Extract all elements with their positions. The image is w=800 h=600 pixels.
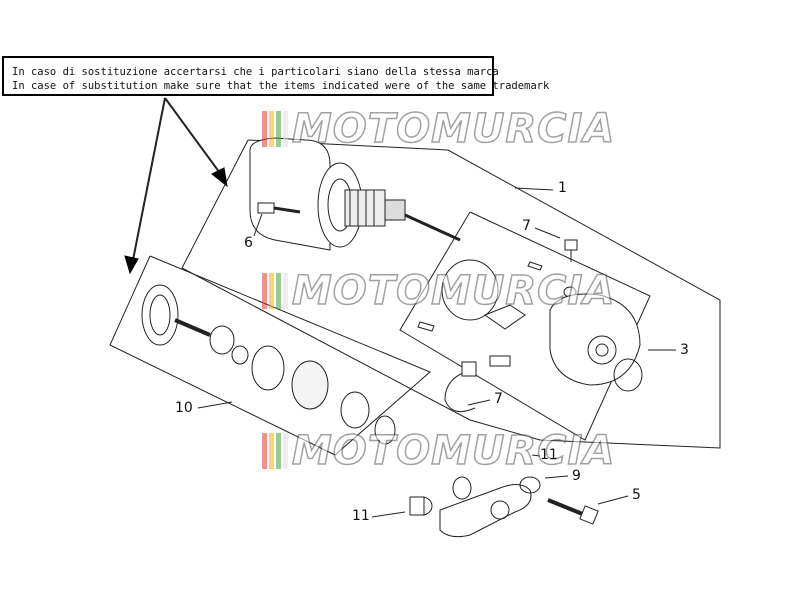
watermark-text: MOTOMURCIA [291, 106, 616, 152]
callout-6: 6 [244, 235, 253, 251]
drive-ring-gear [141, 284, 179, 346]
commutator [384, 199, 406, 221]
bracket-bush [490, 500, 510, 520]
screw-7 [564, 239, 578, 251]
watermark-stripe-grey [283, 273, 288, 309]
substitution-note-box: In caso di sostituzione accertarsi che i… [2, 56, 549, 96]
note-arrow-upper [164, 97, 226, 181]
watermark-stripe-yellow [269, 273, 274, 309]
drive-o-ring-1 [209, 325, 235, 355]
watermark-stripe-green [276, 111, 281, 147]
drive-spring [340, 391, 370, 429]
drive-shaft [174, 318, 211, 337]
armature-shaft [404, 213, 461, 242]
brush-spring-lower [417, 321, 435, 332]
callout-7-wire: 7 [494, 391, 503, 407]
brush-spring-upper [527, 261, 543, 271]
watermark-top: MOTOMURCIA [262, 106, 616, 152]
drive-gear-2 [291, 360, 329, 410]
note-line-italian: In caso di sostituzione accertarsi che i… [12, 66, 499, 78]
wire-lead [444, 371, 476, 413]
end-cover-o-ring [613, 358, 643, 392]
cover-o-ring [441, 259, 499, 321]
motor-housing [249, 137, 331, 251]
brush-holder [483, 304, 526, 330]
callout-1: 1 [558, 180, 567, 196]
bolt-6-head [257, 202, 275, 214]
watermark-stripes-icon [262, 433, 288, 469]
watermark-stripe-green [276, 273, 281, 309]
end-cover-bearing [587, 335, 617, 365]
callout-9: 9 [572, 468, 581, 484]
bolt-5-head [579, 505, 599, 525]
watermark-stripe-green [276, 433, 281, 469]
callout-11-lower: 11 [352, 508, 370, 524]
watermark-stripes-icon [262, 111, 288, 147]
drive-washer [231, 345, 249, 365]
drive-collar [374, 415, 396, 445]
watermark-stripe-red [262, 273, 267, 309]
bracket-eye [519, 476, 541, 494]
callout-5: 5 [632, 487, 641, 503]
watermark-text: MOTOMURCIA [291, 428, 616, 474]
watermark-stripe-red [262, 433, 267, 469]
callout-10: 10 [175, 400, 193, 416]
bracket-bush-upper [452, 476, 472, 500]
watermark-stripe-yellow [269, 433, 274, 469]
note-line-english: In case of substitution make sure that t… [12, 80, 550, 92]
group-outline-starter-motor [181, 139, 721, 449]
watermark-stripes-icon [262, 273, 288, 309]
callout-7-screw: 7 [522, 218, 531, 234]
callout-3: 3 [680, 342, 689, 358]
mount-bracket [439, 484, 532, 538]
watermark-stripe-grey [283, 433, 288, 469]
group-outline-end-cover [399, 211, 651, 441]
watermark-bottom: MOTOMURCIA [262, 428, 616, 474]
group-outline-starter-drive [109, 255, 431, 456]
armature-core [344, 189, 386, 227]
watermark-stripe-grey [283, 111, 288, 147]
watermark-stripe-yellow [269, 111, 274, 147]
watermark-middle: MOTOMURCIA [262, 268, 616, 314]
callout-11-upper: 11 [540, 447, 558, 463]
note-arrow-lower [131, 97, 166, 266]
watermark-text: MOTOMURCIA [291, 268, 616, 314]
drive-gear-1 [251, 345, 285, 391]
watermark-stripe-red [262, 111, 267, 147]
bolt-5-shank [547, 498, 586, 517]
end-cover [549, 293, 641, 386]
